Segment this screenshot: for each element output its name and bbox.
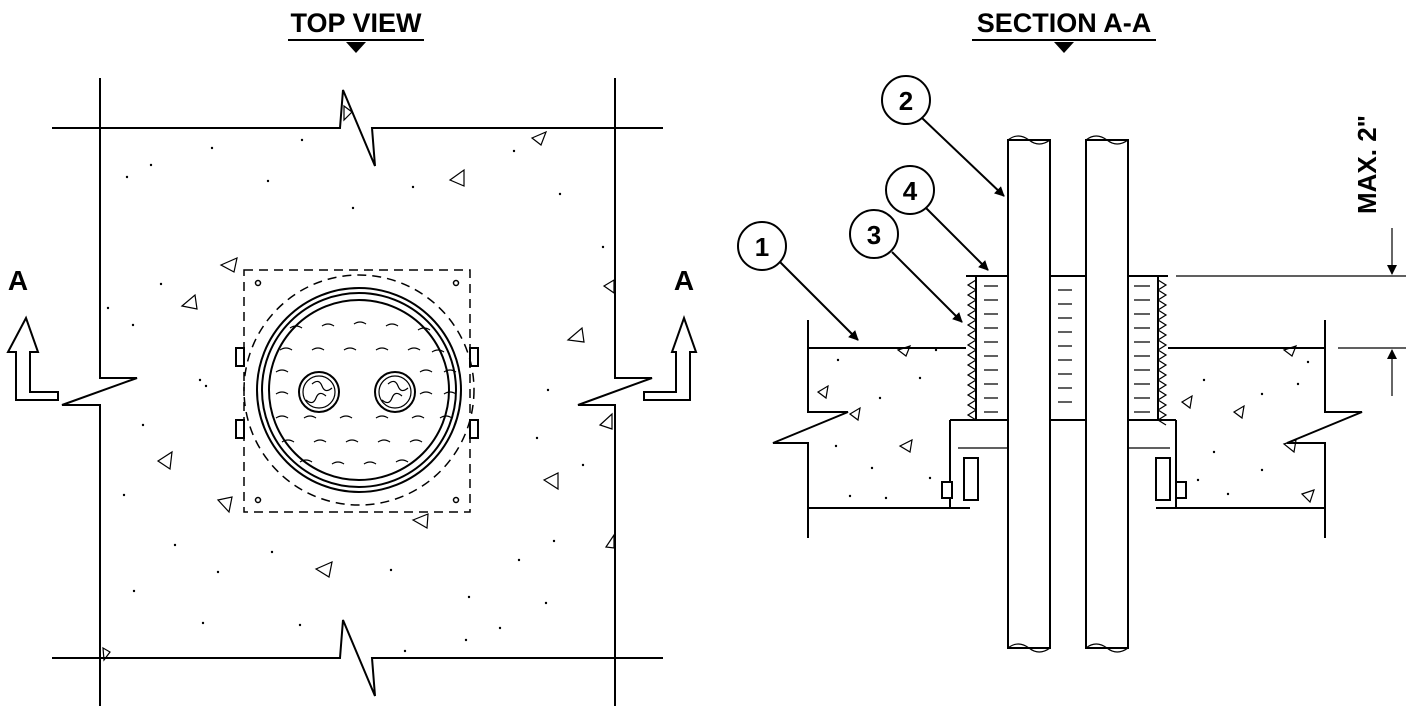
svg-text:2: 2	[899, 86, 913, 116]
svg-text:3: 3	[867, 220, 881, 250]
clip-left	[963, 457, 979, 501]
plate-holes	[254, 279, 460, 504]
section-concrete-dots	[834, 348, 1310, 500]
mounting-plate	[243, 269, 471, 513]
section-mark-right-label: A	[674, 265, 694, 296]
device-ring-inner	[268, 299, 450, 481]
cable-left	[298, 371, 340, 413]
outer-ring-dashed	[243, 274, 475, 506]
section-view-title: SECTION A-A	[977, 8, 1152, 38]
slab-left-edge	[61, 78, 138, 706]
slab-right-edge	[577, 78, 653, 706]
section-mark-left-label: A	[8, 265, 28, 296]
fastener-left	[941, 481, 953, 499]
section-concrete-hatch	[816, 345, 1315, 504]
section-arrow-left	[6, 315, 59, 401]
device-ring-mid	[261, 292, 457, 488]
slab-right-top	[1168, 320, 1326, 349]
device-inner-hatch	[984, 285, 1150, 413]
sealant-zigzag-left	[966, 279, 978, 421]
svg-text:4: 4	[903, 176, 918, 206]
slab-top-edge	[52, 89, 663, 167]
dim-label: MAX. 2"	[1352, 115, 1382, 214]
callout-2: 2	[881, 75, 1005, 197]
section-view-title-pointer	[1054, 42, 1074, 53]
section-arrow-right	[643, 314, 698, 401]
svg-text:1: 1	[755, 232, 769, 262]
plate-tabs	[235, 347, 479, 439]
section-view: SECTION A-A	[737, 8, 1406, 653]
callout-4: 4	[885, 165, 989, 271]
callout-1: 1	[737, 221, 859, 341]
callout-3: 3	[849, 209, 963, 323]
device-ring-outer	[256, 287, 462, 493]
cable-right	[374, 371, 416, 413]
clip-right	[1155, 457, 1171, 501]
fastener-right	[1175, 481, 1187, 499]
concrete-dots	[106, 138, 605, 653]
top-view: TOP VIEW	[6, 8, 698, 706]
slab-left-top	[807, 320, 966, 349]
sealant-hatch	[275, 321, 457, 465]
top-view-title-pointer	[346, 42, 366, 53]
sealant-zigzag-right	[1156, 279, 1168, 426]
cable-left-section	[1007, 135, 1051, 653]
device-collar	[949, 419, 1177, 508]
slab-bottom-edge	[52, 619, 663, 697]
concrete-hatch	[102, 104, 615, 662]
top-view-title: TOP VIEW	[290, 8, 422, 38]
slab-right-break	[1286, 348, 1363, 538]
cable-right-section	[1085, 135, 1129, 653]
slab-left-break	[772, 348, 849, 538]
